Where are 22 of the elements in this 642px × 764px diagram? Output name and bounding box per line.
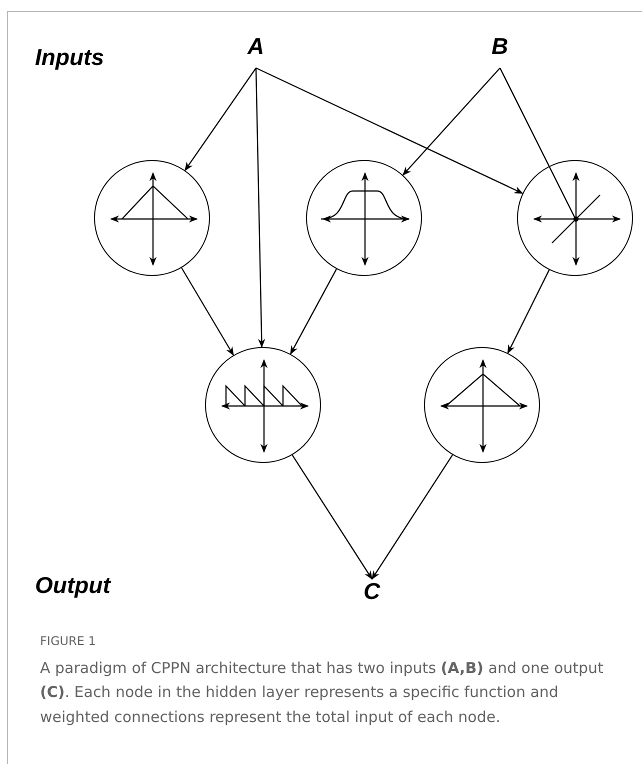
arrow (372, 454, 453, 580)
connector-line (499, 68, 576, 218)
figure-number: FIGURE 1 (40, 634, 96, 648)
arrow (507, 270, 550, 354)
function-node-circle (306, 160, 422, 276)
arrow (402, 68, 500, 176)
function-node-circle (94, 160, 210, 276)
node-label: A (248, 33, 264, 59)
arrow (292, 454, 372, 580)
function-node-circle (205, 347, 321, 463)
arrow (290, 268, 337, 355)
node-label: C (364, 578, 380, 604)
arrow (184, 68, 256, 172)
node-label: B (492, 33, 508, 59)
function-node-circle (517, 160, 633, 276)
arrow (256, 67, 524, 194)
arrow (255, 68, 266, 348)
figure-caption: A paradigm of CPPN architecture that has two inputs (A,B) and one output (C). Each node in the hidden layer represents a specific function and weighted connections represent the total input of each node. (40, 658, 604, 728)
arrow (181, 268, 234, 356)
function-node-circle (424, 347, 540, 463)
row-label: Output (35, 572, 110, 598)
row-label: Inputs (35, 44, 104, 70)
